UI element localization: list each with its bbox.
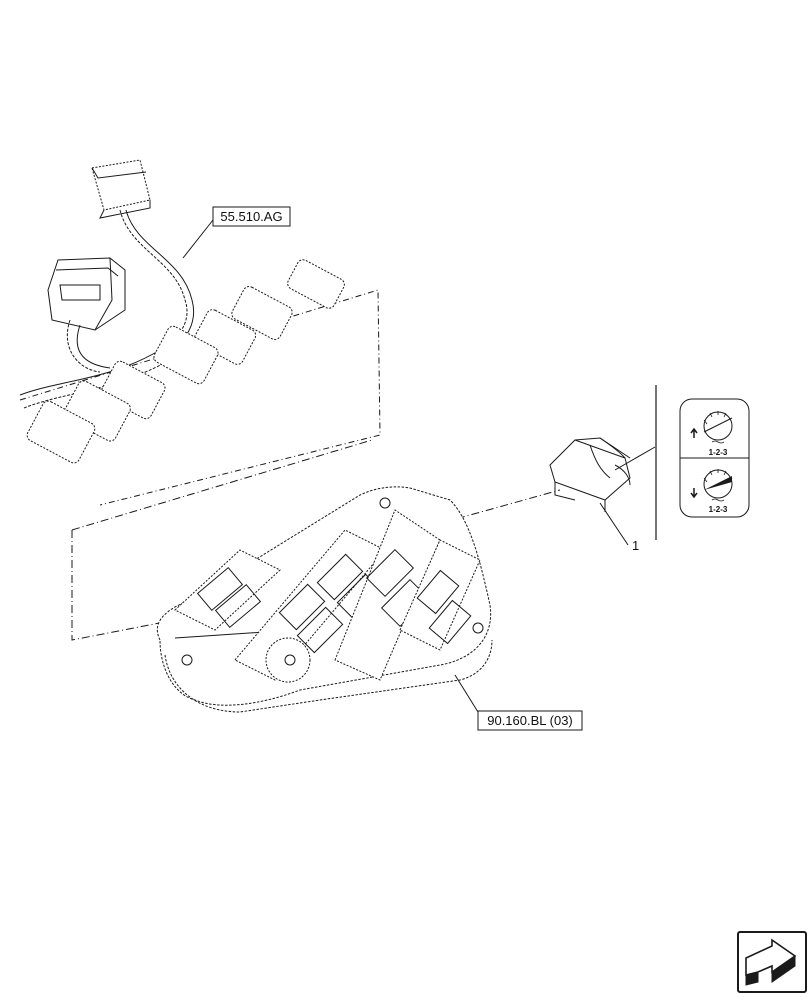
console-leader bbox=[454, 674, 479, 713]
up-arrow-icon bbox=[690, 427, 698, 438]
console-callout[interactable]: 90.160.BL (03) bbox=[477, 710, 583, 731]
item-number-label[interactable]: 1 bbox=[632, 538, 639, 553]
mounting-bolt bbox=[472, 622, 484, 634]
top-connector bbox=[91, 159, 151, 219]
lower-dial-icon bbox=[703, 469, 733, 499]
harness-leader bbox=[182, 219, 214, 259]
housing-connector bbox=[47, 257, 126, 331]
connector-block bbox=[193, 309, 257, 365]
down-arrow-icon bbox=[690, 488, 698, 499]
wave-mark-icon bbox=[711, 440, 725, 444]
symbol-panel: 1-2-3 1-2-3 bbox=[679, 398, 750, 518]
rotary-knob bbox=[265, 637, 311, 683]
harness-cable bbox=[119, 209, 188, 346]
connector-block bbox=[231, 286, 293, 340]
next-page-arrow-icon[interactable] bbox=[737, 931, 807, 993]
rocker-switch bbox=[549, 437, 656, 546]
switch-row bbox=[399, 539, 481, 651]
console-ref-label[interactable]: 90.160.BL (03) bbox=[487, 713, 573, 728]
switch-leader bbox=[599, 502, 629, 546]
wave-mark-icon bbox=[711, 498, 725, 502]
lower-caption: 1-2-3 bbox=[709, 505, 728, 514]
switch-console bbox=[156, 486, 493, 713]
connector-block bbox=[26, 400, 96, 464]
connector-block bbox=[153, 325, 219, 385]
mounting-bolt bbox=[181, 654, 193, 666]
wiring-harness bbox=[19, 159, 381, 506]
harness-ref-label[interactable]: 55.510.AG bbox=[220, 209, 282, 224]
upper-caption: 1-2-3 bbox=[709, 448, 728, 457]
reference-lines bbox=[71, 439, 561, 641]
mounting-bolt bbox=[379, 497, 391, 509]
switch-row bbox=[174, 549, 281, 631]
harness-callout[interactable]: 55.510.AG bbox=[212, 206, 291, 227]
connector-block bbox=[287, 259, 345, 309]
upper-dial-icon bbox=[703, 411, 733, 441]
